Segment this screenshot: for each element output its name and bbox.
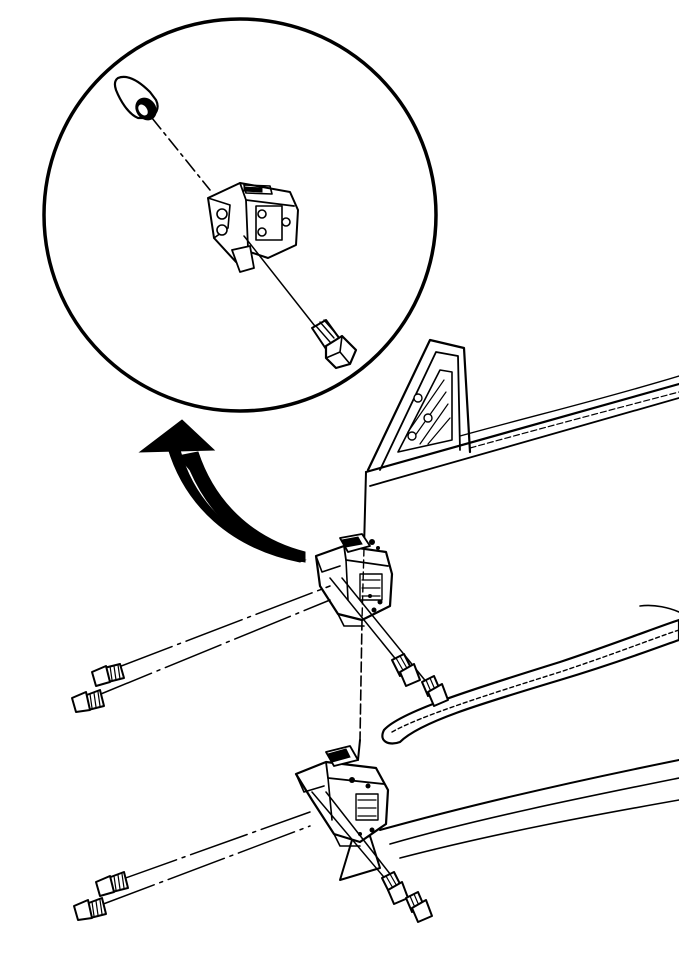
plug-alignment-line: [151, 117, 211, 191]
window-frame: [366, 338, 472, 472]
upper-hinge: [314, 533, 394, 627]
hinge-detail: [207, 182, 299, 273]
rubber-plug: [113, 75, 159, 121]
detail-bolt: [311, 319, 358, 370]
door-molding: [381, 604, 679, 745]
door-body: [339, 375, 679, 881]
door-edge-centerline: [361, 547, 365, 621]
detail-bolt-line: [243, 235, 319, 331]
callout-arrow: [138, 419, 307, 563]
lower-hinge-bolts: [73, 791, 433, 923]
upper-hinge-bolts: [71, 577, 449, 713]
lower-hinge: [294, 745, 390, 847]
